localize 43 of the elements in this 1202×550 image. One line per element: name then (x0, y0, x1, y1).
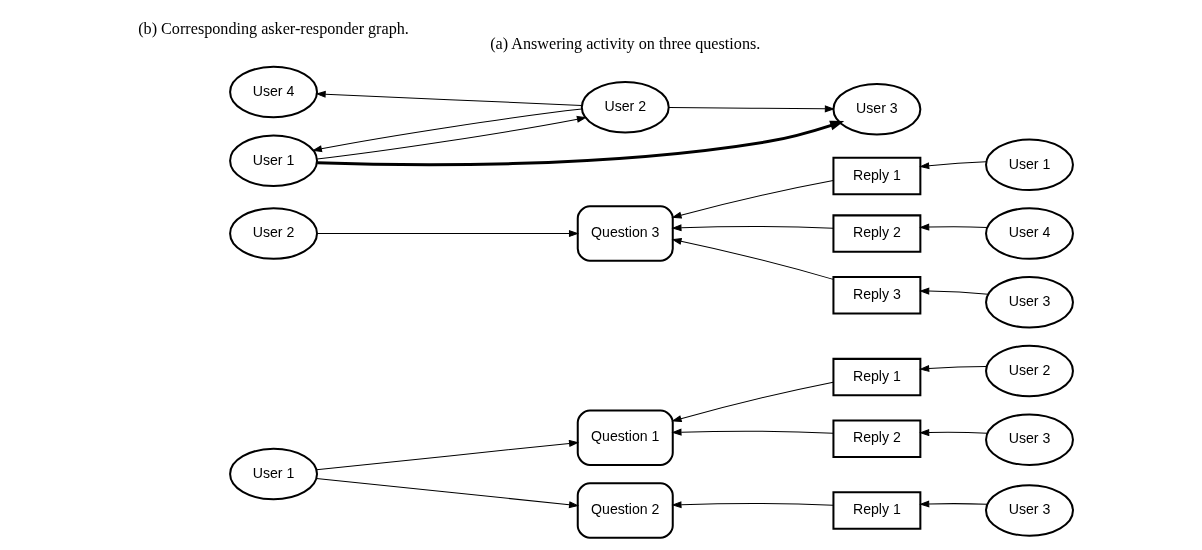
arrow (670, 381, 834, 422)
node-ellipse: User 3 (984, 413, 1074, 466)
node-box: Reply 1 (831, 357, 921, 397)
arrow (918, 161, 987, 170)
arrow (918, 429, 988, 437)
node-ellipse: User 4 (984, 207, 1074, 260)
arrow (918, 223, 988, 231)
arrow (316, 230, 579, 238)
node-ellipse: User 2 (984, 344, 1074, 398)
node-ellipse: User 3 (984, 276, 1074, 329)
arrow (667, 105, 835, 113)
node-ellipse: User 3 (984, 484, 1074, 537)
node-box: Reply 3 (831, 276, 921, 315)
arrow (918, 287, 989, 295)
node-ellipse: User 1 (228, 134, 318, 188)
label: (a) Answering activity on three questions. (489, 35, 760, 53)
arrow (670, 180, 834, 219)
node-ellipse: User 4 (228, 65, 318, 119)
arrow (315, 90, 582, 106)
node-box: Reply 2 (831, 419, 921, 458)
node-ellipse: User 1 (228, 447, 318, 501)
node-box: Reply 1 (831, 156, 921, 196)
node-box: Reply 1 (831, 491, 921, 530)
node-ellipse: User 2 (580, 80, 670, 134)
arrow (670, 501, 834, 509)
node-ellipse: User 1 (984, 138, 1074, 192)
arrow (670, 428, 834, 436)
arrow (311, 108, 582, 153)
arrow (316, 115, 587, 160)
arrow (670, 237, 834, 280)
node-ellipse: User 3 (831, 82, 921, 136)
node-box: Question 3 (576, 205, 674, 262)
node-box: Reply 2 (831, 214, 921, 253)
node-ellipse: User 2 (228, 207, 318, 260)
arrow (918, 364, 987, 373)
arrow (315, 477, 579, 509)
node-box: Question 1 (576, 409, 674, 466)
arrow (670, 224, 834, 232)
arrow (315, 439, 579, 471)
arrow (918, 500, 988, 508)
label: (b) Corresponding asker-responder graph. (137, 20, 409, 38)
node-box: Question 2 (576, 482, 674, 539)
arrow (316, 120, 844, 167)
